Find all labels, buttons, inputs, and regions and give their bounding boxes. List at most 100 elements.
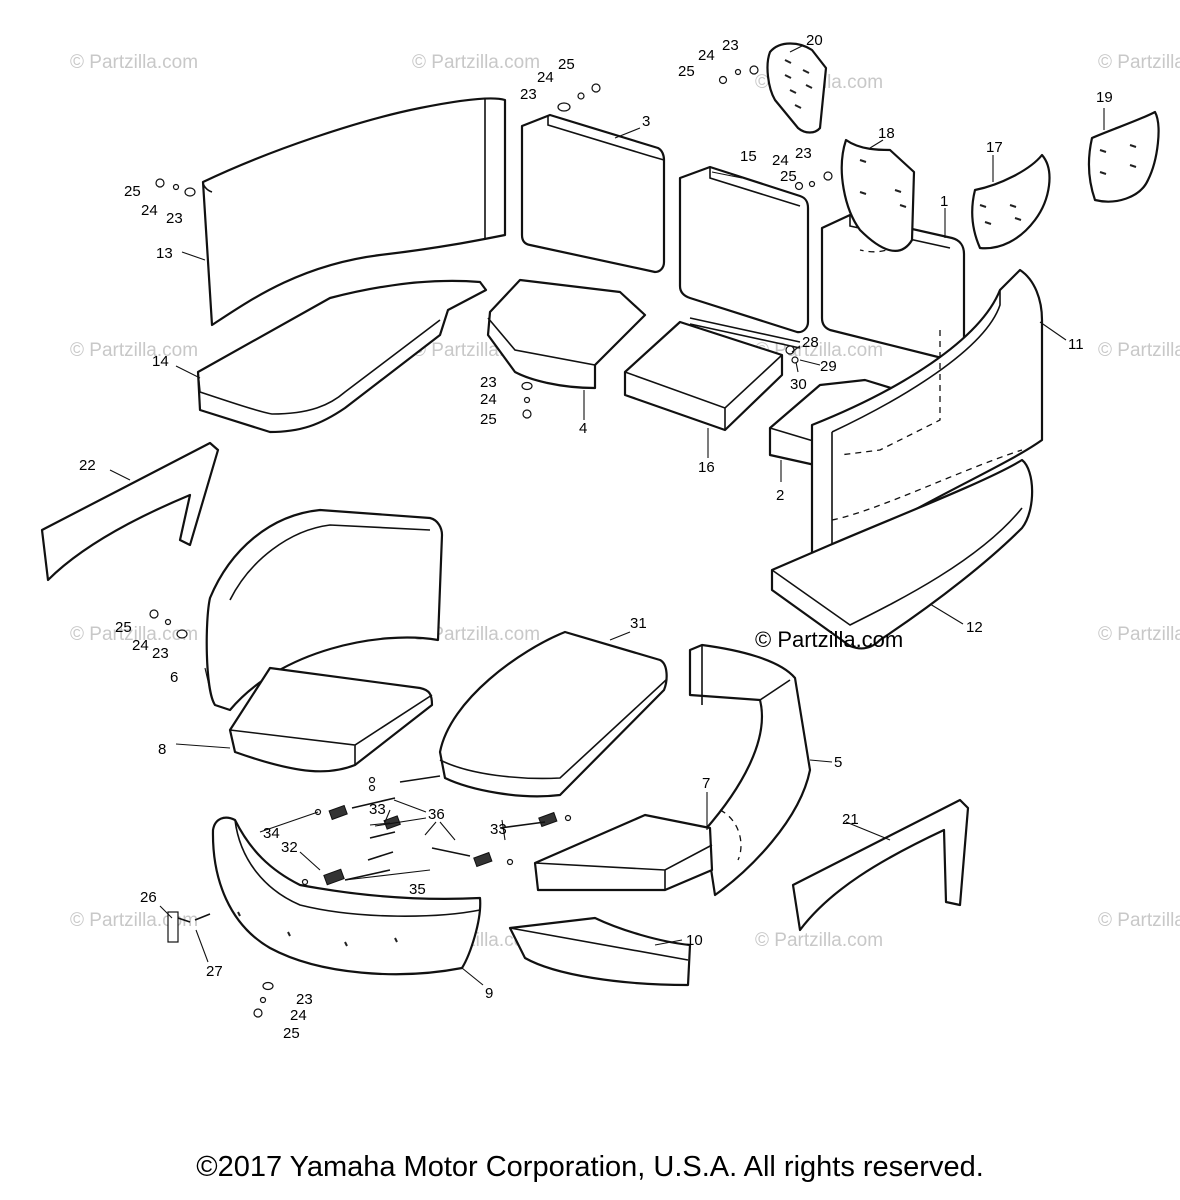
label-part-25: 25 [115, 619, 132, 636]
part-18-panel [840, 138, 916, 252]
label-part-24: 24 [772, 152, 789, 169]
label-part-24: 24 [698, 47, 715, 64]
label-part-30: 30 [790, 376, 807, 393]
part-4-cushion [486, 278, 647, 390]
label-part-11: 11 [1068, 336, 1084, 353]
part-5-backrest [688, 643, 812, 897]
label-part-25: 25 [283, 1025, 300, 1042]
fastener-set-20 [718, 65, 759, 85]
part-13-backrest [201, 97, 507, 327]
watermark: © Partzilla.com [1098, 340, 1180, 361]
label-part-34: 34 [263, 825, 280, 842]
fastener-set-13 [155, 178, 196, 197]
label-part-23: 23 [296, 991, 313, 1008]
label-part-13: 13 [156, 245, 173, 262]
label-part-20: 20 [806, 32, 823, 49]
leader-lines [109, 45, 1105, 986]
label-part-28: 28 [802, 334, 819, 351]
label-part-36: 36 [428, 806, 445, 823]
label-part-26: 26 [140, 889, 157, 906]
label-part-25: 25 [780, 168, 797, 185]
label-part-21: 21 [842, 811, 859, 828]
label-part-29: 29 [820, 358, 837, 375]
watermark-layer: © Partzilla.com © Partzilla.com © Partzi… [70, 52, 1180, 951]
watermark: © Partzilla.com [412, 624, 540, 645]
part-31-cushion [438, 630, 668, 798]
label-part-9: 9 [485, 985, 493, 1002]
part-20-panel [766, 42, 828, 134]
fastener-sets [149, 65, 833, 1018]
watermark: © Partzilla.com [1098, 52, 1180, 73]
label-part-24: 24 [480, 391, 497, 408]
bracket-26-27 [167, 911, 211, 943]
connector-28-29-30 [689, 317, 801, 364]
label-part-14: 14 [152, 353, 169, 370]
label-part-23: 23 [480, 374, 497, 391]
label-part-12: 12 [966, 619, 983, 636]
label-part-18: 18 [878, 125, 895, 142]
watermark: © Partzilla.com [70, 910, 198, 931]
part-10-cushion [508, 916, 692, 987]
label-part-24: 24 [290, 1007, 307, 1024]
label-part-31: 31 [630, 615, 647, 632]
part-17-panel [971, 153, 1051, 250]
part-19-panel [1087, 110, 1160, 203]
label-part-22: 22 [79, 457, 96, 474]
label-part-23: 23 [520, 86, 537, 103]
label-part-25: 25 [124, 183, 141, 200]
label-part-5: 5 [834, 754, 842, 771]
label-part-19: 19 [1096, 89, 1113, 106]
part-21-trim [791, 798, 970, 932]
label-part-2: 2 [776, 487, 784, 504]
callout-labels: 1 2 3 4 5 6 7 8 9 10 11 12 13 14 15 16 1… [79, 32, 1113, 1042]
fastener-set-9 [253, 981, 274, 1018]
bracket-hardware [301, 775, 572, 886]
label-part-25: 25 [480, 411, 497, 428]
label-part-35: 35 [409, 881, 426, 898]
watermark: © Partzilla.com [412, 52, 540, 73]
label-part-1: 1 [940, 193, 948, 210]
fastener-set-3 [557, 83, 601, 112]
label-part-7: 7 [702, 775, 710, 792]
label-part-3: 3 [642, 113, 650, 130]
label-part-24: 24 [132, 637, 149, 654]
watermark: © Partzilla.com [70, 52, 198, 73]
watermark: © Partzilla.com [755, 930, 883, 951]
label-part-17: 17 [986, 139, 1003, 156]
fastener-set-6 [149, 609, 188, 639]
label-part-16: 16 [698, 459, 715, 476]
part-12-base [770, 449, 1034, 650]
label-part-6: 6 [170, 669, 178, 686]
watermark: © Partzilla.com [1098, 910, 1180, 931]
part-3-cushion [520, 113, 666, 274]
label-part-27: 27 [206, 963, 223, 980]
part-7-cushion [533, 813, 714, 892]
watermark: © Partzilla.com [70, 624, 198, 645]
part-15-cushion [678, 165, 810, 334]
label-part-25: 25 [678, 63, 695, 80]
label-part-10: 10 [686, 932, 703, 949]
label-part-23: 23 [795, 145, 812, 162]
part-9-front-panel [211, 816, 482, 976]
label-part-24: 24 [537, 69, 554, 86]
part-14-base [196, 279, 488, 434]
label-part-23: 23 [152, 645, 169, 662]
watermark: © Partzilla.com [70, 340, 198, 361]
label-part-24: 24 [141, 202, 158, 219]
partzilla-brand-label: © Partzilla.com [755, 627, 903, 652]
label-part-25: 25 [558, 56, 575, 73]
watermark: © Partzilla.com [1098, 624, 1180, 645]
fastener-set-4 [521, 381, 533, 419]
label-part-33: 33 [369, 801, 386, 818]
part-8-cushion [228, 666, 434, 773]
part-6-backrest [205, 508, 444, 712]
label-part-8: 8 [158, 741, 166, 758]
fastener-set-15 [794, 171, 833, 191]
part-22-trim [40, 441, 220, 582]
label-part-23: 23 [722, 37, 739, 54]
copyright-notice: ©2017 Yamaha Motor Corporation, U.S.A. A… [196, 1151, 984, 1183]
label-part-32: 32 [281, 839, 298, 856]
label-part-15: 15 [740, 148, 757, 165]
label-part-33: 33 [490, 821, 507, 838]
